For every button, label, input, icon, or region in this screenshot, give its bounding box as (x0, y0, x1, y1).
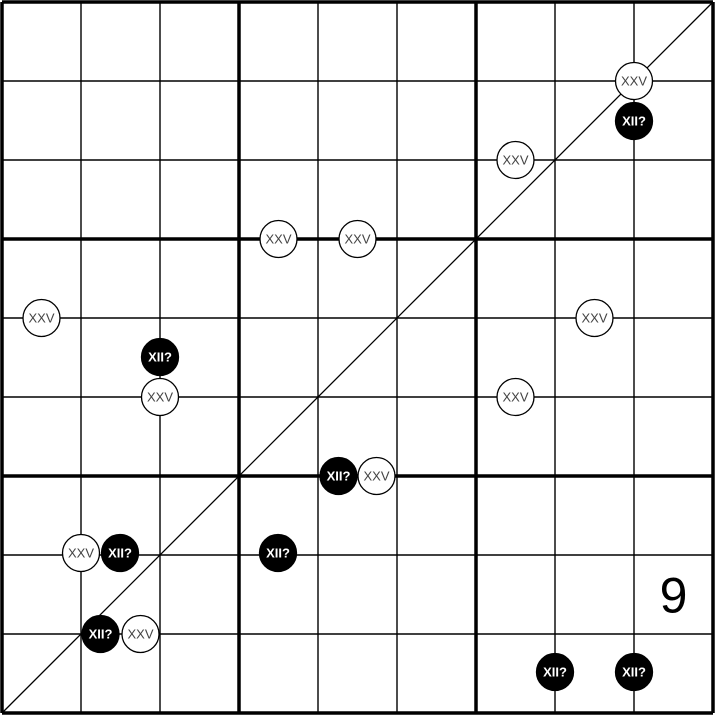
dot-label: XXV (28, 311, 54, 326)
dot-label: XXV (344, 232, 370, 247)
white-dot-clue: XXV (140, 377, 180, 417)
white-dot-clue: XXV (614, 61, 654, 101)
white-dot-clue: XXV (496, 140, 535, 180)
white-dot (614, 61, 654, 101)
dot-label: XXV (68, 546, 94, 561)
white-dot (496, 377, 535, 417)
dot-label: XXV (147, 390, 173, 405)
white-dot (121, 614, 160, 654)
white-dot-clue: XXV (259, 219, 298, 259)
white-dot (496, 140, 535, 180)
white-dot (140, 377, 180, 417)
white-dot (22, 298, 61, 338)
white-dot (338, 219, 377, 259)
white-dot-clue: XXV (22, 298, 61, 338)
black-dot (319, 456, 358, 496)
black-dot (614, 652, 654, 692)
white-dot-clue: XXV (496, 377, 535, 417)
black-dot-clue: XII? (100, 533, 140, 573)
dot-label: XXV (502, 390, 528, 405)
black-dot (535, 652, 575, 692)
dot-label: XII? (622, 114, 646, 129)
black-dot (81, 614, 120, 654)
dot-clues: XXV XII? XXV XXV XXV XXV XXV XII? XXV XXV XII? XXV X… (22, 61, 654, 692)
black-dot (258, 533, 298, 573)
white-dot (259, 219, 298, 259)
white-dot-clue: XXV (575, 298, 614, 338)
dot-label: XII? (89, 627, 113, 642)
black-dot-clue: XII? (258, 533, 298, 573)
dot-label: XXV (502, 153, 528, 168)
white-dot (61, 533, 101, 573)
dot-label: XXV (363, 469, 389, 484)
dot-label: XXV (127, 627, 153, 642)
black-dot-clue: XII? (535, 652, 575, 692)
black-dot-clue: XII? (614, 652, 654, 692)
black-dot-clue: XII? (81, 614, 120, 654)
black-dot-clue: XII? (319, 456, 358, 496)
dot-label: XXV (621, 74, 647, 89)
dot-label: XII? (543, 665, 567, 680)
black-dot-clue: XII? (140, 337, 180, 377)
dot-label: XII? (108, 546, 132, 561)
black-dot (614, 101, 654, 141)
black-dot-clue: XII? (614, 101, 654, 141)
dot-label: XII? (266, 546, 290, 561)
dot-label: XII? (327, 469, 351, 484)
white-dot (357, 456, 396, 496)
dot-label: XXV (581, 311, 607, 326)
given-digits: 9 (660, 568, 688, 624)
black-dot (100, 533, 140, 573)
white-dot-clue: XXV (338, 219, 377, 259)
dot-label: XXV (265, 232, 291, 247)
white-dot-clue: XXV (357, 456, 396, 496)
white-dot-clue: XXV (61, 533, 101, 573)
dot-label: XII? (622, 665, 646, 680)
white-dot-clue: XXV (121, 614, 160, 654)
black-dot (140, 337, 180, 377)
white-dot (575, 298, 614, 338)
dot-label: XII? (148, 350, 172, 365)
given-digit: 9 (660, 568, 688, 624)
